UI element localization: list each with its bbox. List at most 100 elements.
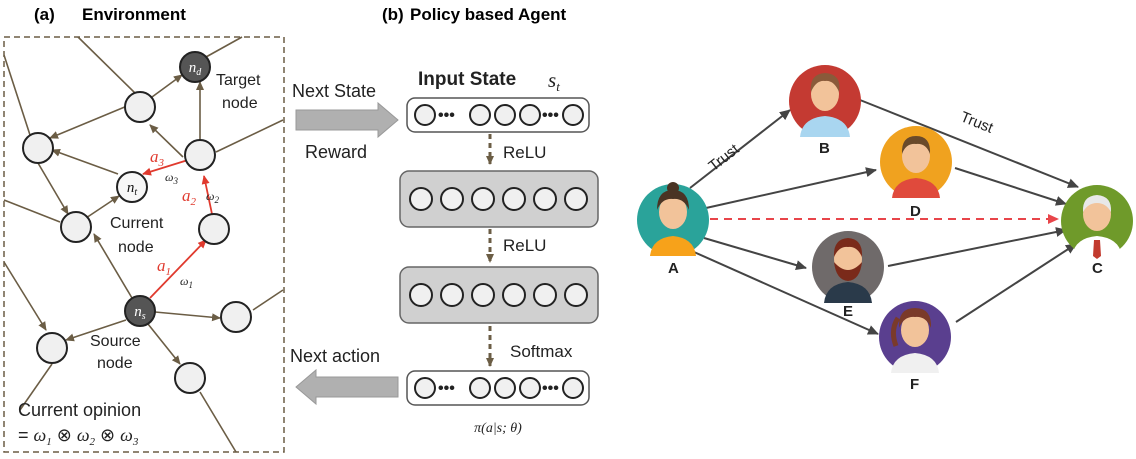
graph-node: [22, 132, 54, 164]
neuron: [414, 104, 436, 126]
panel-a: (a) Environment: [3, 5, 285, 453]
action-path: [142, 159, 213, 299]
target-label-1: Target: [216, 72, 261, 89]
next-state-arrow: [295, 101, 399, 139]
output-layer-neurons: [414, 377, 584, 399]
edge-e-c: [887, 227, 1067, 267]
neuron: [533, 187, 557, 211]
hidden-layer-1: [399, 170, 599, 228]
graph-edge: [3, 199, 61, 223]
input-ellipsis-1: •••: [438, 107, 455, 124]
graph-edge: [19, 363, 53, 411]
output-ellipsis-1: •••: [438, 380, 455, 397]
source-label-1: Source: [90, 333, 141, 350]
policy-label: π(a|s; θ): [474, 421, 522, 436]
opinion-title: Current opinion: [18, 400, 141, 420]
neuron: [564, 187, 588, 211]
graph-nodes: [22, 91, 252, 394]
neuron: [414, 377, 436, 399]
graph-edge: [151, 74, 183, 98]
panel-a-title: Environment: [82, 5, 186, 24]
panel-b-label: (b): [382, 5, 404, 24]
trust-label-1: Trust: [706, 140, 744, 175]
neuron: [409, 283, 433, 307]
neuron: [519, 377, 541, 399]
person-a-hair: [657, 190, 689, 210]
target-node: [179, 51, 211, 83]
graph-node: [36, 332, 68, 364]
graph-edge: [215, 119, 284, 153]
neuron: [494, 377, 516, 399]
trust-label-2: Trust: [958, 108, 996, 137]
person-f-avatar: [879, 301, 951, 373]
source-label-2: node: [97, 355, 133, 372]
edge-a-b: [689, 109, 791, 189]
neuron: [562, 377, 584, 399]
next-action-label: Next action: [290, 346, 380, 366]
graph-edge: [49, 103, 133, 139]
graph-edge: [154, 311, 221, 322]
graph-edge: [37, 162, 69, 215]
person-b-face: [811, 77, 839, 111]
person-b-avatar: [789, 65, 861, 137]
graph-edge: [252, 289, 284, 311]
neuron: [519, 104, 541, 126]
next-action-arrow: [295, 368, 399, 406]
person-e-avatar: [812, 231, 884, 303]
person-c-face: [1083, 197, 1111, 231]
action-label-a3: a3: [150, 147, 165, 169]
person-d-label: D: [910, 203, 921, 220]
graph-edge: [205, 36, 243, 58]
weight-label-w3: ω3: [165, 170, 178, 186]
person-c-avatar: [1061, 185, 1133, 259]
output-ellipsis-2: •••: [542, 380, 559, 397]
panel-a-label: (a): [34, 5, 55, 24]
neuron: [409, 187, 433, 211]
source-node: [124, 295, 156, 327]
edge-a-d: [705, 167, 877, 209]
graph-node: [124, 91, 156, 123]
neuron: [440, 187, 464, 211]
graph-node: [60, 211, 92, 243]
panel-c: Trust Trust: [637, 65, 1133, 393]
graph-edge: [77, 36, 137, 95]
graph-edge: [85, 195, 120, 219]
input-state-symbol: st: [548, 68, 560, 94]
person-c-hair: [1082, 195, 1112, 212]
person-b-label: B: [819, 140, 830, 157]
input-state-label: Input State: [418, 69, 516, 90]
person-c-label: C: [1092, 260, 1103, 277]
current-label-1: Current: [110, 215, 164, 232]
neuron: [564, 283, 588, 307]
graph-node: [174, 362, 206, 394]
action-edge-a2: [201, 175, 213, 215]
action-edge-a1: [149, 239, 207, 299]
current-node: [116, 171, 148, 203]
person-e-hair: [833, 238, 863, 257]
edge-f-c: [955, 243, 1077, 323]
target-label-2: node: [222, 95, 258, 112]
next-state-label: Next State: [292, 81, 376, 101]
opinion-formula: = ω1 ⊗ ω2 ⊗ ω3: [18, 425, 139, 448]
graph-edge: [51, 148, 119, 175]
person-b-hair: [810, 73, 840, 92]
neuron: [562, 104, 584, 126]
person-f-shirt: [891, 353, 939, 373]
edge-d-c: [954, 167, 1067, 206]
person-f-ponytail: [890, 316, 901, 347]
person-e-face: [834, 242, 862, 276]
person-d-avatar: [880, 126, 952, 198]
weight-label-w2: ω2: [206, 189, 219, 205]
person-d-hair: [901, 136, 931, 154]
person-a-face: [659, 195, 687, 229]
edge-a-e: [703, 237, 807, 270]
neuron: [502, 283, 526, 307]
person-f-label: F: [910, 376, 919, 393]
person-f-face: [901, 313, 929, 347]
current-label-2: node: [118, 239, 154, 256]
input-layer-neurons: [414, 104, 584, 126]
panel-b: (b) Policy based Agent Next State Reward…: [290, 5, 599, 436]
graph-edge: [93, 233, 133, 299]
neuron: [440, 283, 464, 307]
